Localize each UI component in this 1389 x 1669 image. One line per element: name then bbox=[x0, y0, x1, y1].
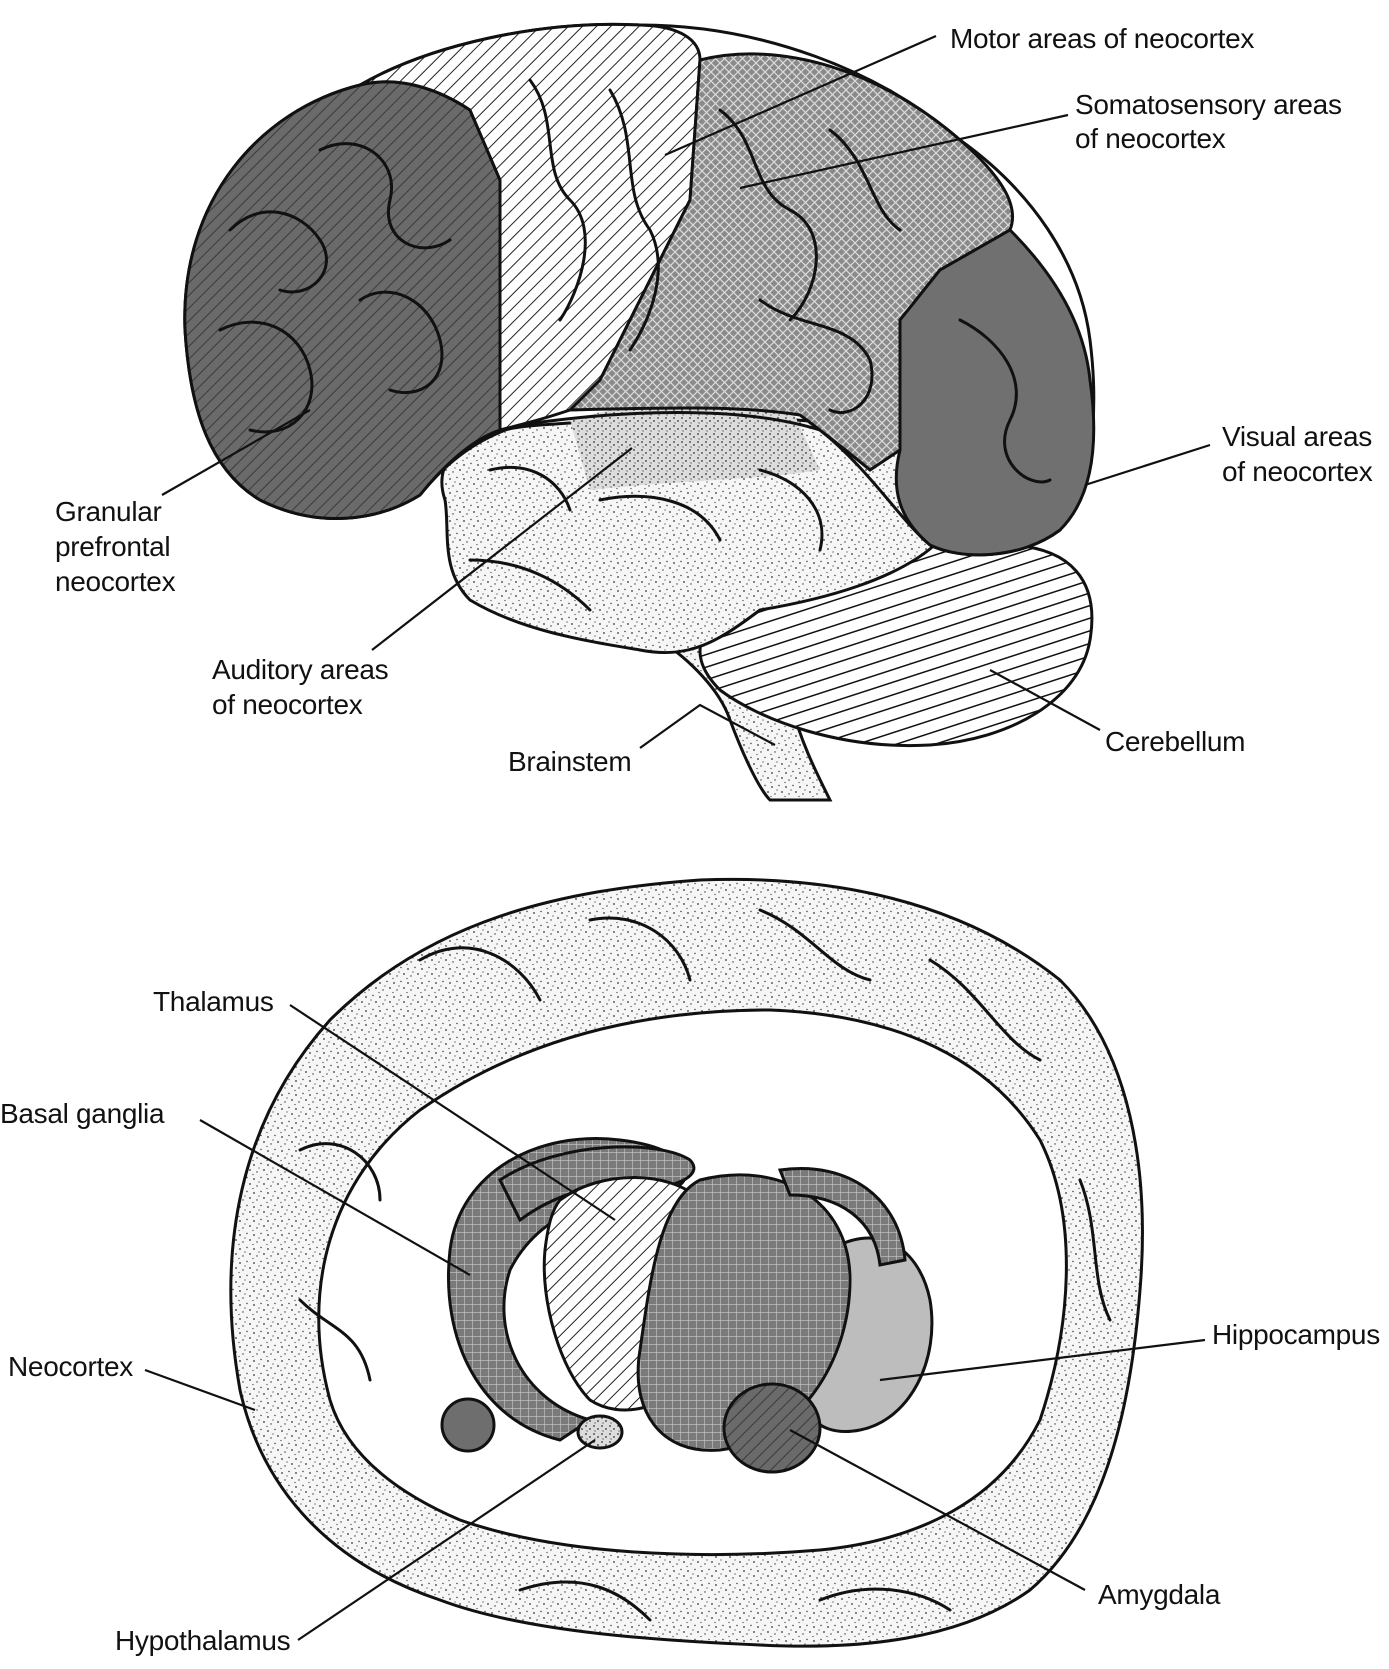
label-visual-line1: Visual areas bbox=[1222, 421, 1372, 452]
putamen-shape bbox=[636, 1173, 852, 1452]
label-hippocampus: Hippocampus bbox=[1212, 1319, 1380, 1350]
fornix-arc-shape bbox=[777, 1167, 907, 1267]
hypothalamus-shape bbox=[576, 1414, 624, 1450]
label-auditory-line2: of neocortex bbox=[212, 689, 363, 720]
visual-region-shape bbox=[894, 228, 1096, 557]
prefrontal-region-shape bbox=[183, 80, 502, 520]
label-prefrontal-line2: prefrontal bbox=[55, 531, 171, 562]
label-auditory-line1: Auditory areas bbox=[212, 654, 389, 685]
label-prefrontal-line3: neocortex bbox=[55, 566, 176, 597]
label-hypothalamus: Hypothalamus bbox=[115, 1625, 291, 1656]
label-somatosensory-line1: Somatosensory areas bbox=[1075, 89, 1342, 120]
bottom-leader-lines bbox=[144, 1004, 1206, 1641]
label-visual-line2: of neocortex bbox=[1222, 456, 1373, 487]
label-neocortex: Neocortex bbox=[8, 1351, 133, 1382]
auditory-region-shape bbox=[570, 400, 820, 490]
olfactory-bulb-shape bbox=[440, 1397, 496, 1453]
label-cerebellum: Cerebellum bbox=[1105, 726, 1246, 757]
gyri-lines bbox=[218, 78, 1052, 612]
internal-brain-view bbox=[229, 877, 1144, 1648]
label-basal-ganglia: Basal ganglia bbox=[0, 1098, 165, 1129]
label-brainstem: Brainstem bbox=[508, 746, 632, 777]
label-amygdala: Amygdala bbox=[1098, 1579, 1221, 1610]
label-motor-areas: Motor areas of neocortex bbox=[950, 23, 1255, 54]
lateral-brain-view bbox=[183, 22, 1096, 802]
label-prefrontal-line1: Granular bbox=[55, 496, 162, 527]
label-thalamus: Thalamus bbox=[153, 986, 274, 1017]
label-somatosensory-line2: of neocortex bbox=[1075, 123, 1226, 154]
amygdala-shape bbox=[722, 1382, 822, 1474]
top-leader-lines bbox=[161, 34, 1211, 749]
bottom-gyri-lines bbox=[298, 908, 1112, 1622]
